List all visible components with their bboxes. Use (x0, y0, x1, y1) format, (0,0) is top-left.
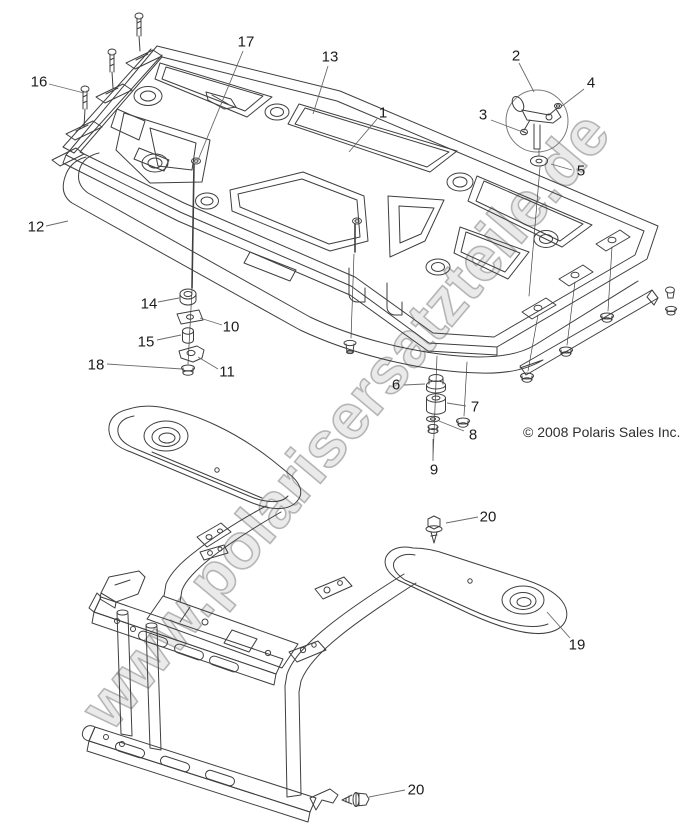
fastener-stack-right (426, 355, 446, 461)
hanger-hook (386, 282, 403, 316)
callout-19: 19 (568, 636, 586, 654)
left-cleat-rail (51, 48, 163, 167)
cleat-screws (80, 12, 144, 128)
floor-plate (146, 595, 299, 669)
right-paddle-arm (384, 546, 568, 634)
plate-10 (176, 309, 204, 325)
fastener-stack-left (176, 288, 205, 376)
left-paddle-arm (108, 405, 302, 509)
base-frame (81, 570, 339, 823)
callout-8: 8 (468, 426, 478, 444)
callout-2: 2 (511, 47, 521, 65)
callout-20a: 20 (479, 508, 497, 526)
tube-frame (62, 152, 659, 376)
rail-end-hook (309, 788, 339, 811)
right-arm-tube (284, 573, 417, 798)
callout-7: 7 (470, 398, 480, 416)
callout-17: 17 (237, 33, 255, 51)
vertical-tube (145, 624, 162, 751)
washer-5 (530, 155, 548, 167)
callout-14: 14 (140, 295, 158, 313)
latch-pin (533, 123, 541, 150)
bushing-15 (182, 327, 194, 335)
callout-15: 15 (137, 333, 155, 351)
callout-1: 1 (378, 104, 388, 122)
callout-5: 5 (576, 162, 586, 180)
callout-10: 10 (222, 318, 240, 336)
nut-8 (427, 423, 439, 431)
screw-20-upper (425, 515, 443, 544)
nut-4 (554, 102, 562, 110)
callout-12: 12 (27, 218, 45, 236)
center-bolt (343, 217, 362, 355)
hanger-hook (348, 267, 366, 303)
left-arm-tube (163, 505, 282, 603)
callout-13: 13 (321, 48, 339, 66)
latch-lever (521, 108, 562, 124)
locknut-14 (179, 288, 197, 300)
callout-16: 16 (30, 73, 48, 91)
callout-6: 6 (391, 376, 401, 394)
callout-20b: 20 (407, 781, 425, 799)
rack-panel (62, 45, 659, 356)
latch-detail-circle (505, 89, 569, 297)
callout-18: 18 (87, 356, 105, 374)
washer-8 (426, 415, 440, 423)
vertical-tube (116, 611, 133, 737)
callout-3: 3 (478, 106, 488, 124)
flanged-nuts (456, 312, 614, 428)
leader-lines (45, 50, 585, 798)
callout-4: 4 (586, 74, 596, 92)
latch-grip (511, 96, 525, 112)
bushing-7 (426, 393, 446, 403)
bolt-17 (187, 157, 201, 365)
callout-9: 9 (429, 461, 439, 479)
copyright-notice: © 2008 Polaris Sales Inc. (523, 424, 681, 440)
callout-11: 11 (219, 363, 235, 381)
bracket-11 (178, 345, 205, 363)
end-bolt (665, 286, 677, 316)
right-cleat-rail (456, 229, 677, 428)
latch-bracket-top (205, 91, 237, 110)
screw-20-lower (341, 792, 370, 807)
